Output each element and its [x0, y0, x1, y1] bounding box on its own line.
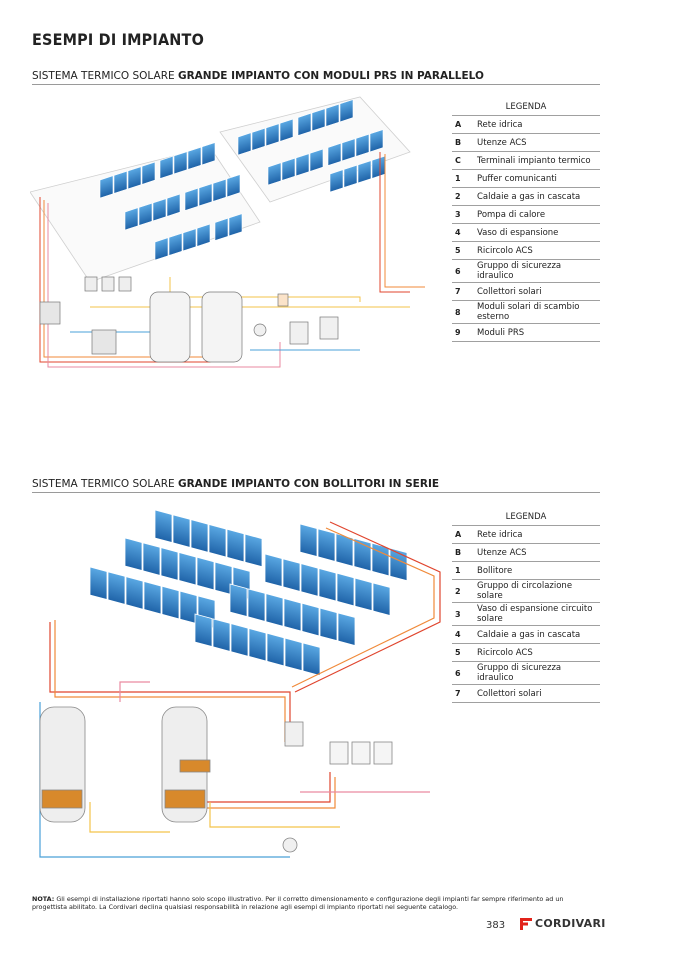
legend-row: 7 Collettori solari — [452, 283, 600, 301]
legend-text: Ricircolo ACS — [477, 245, 533, 256]
legend-key: 1 — [455, 174, 461, 183]
legend-row: A Rete idrica — [452, 116, 600, 134]
footnote-text: Gli esempi di installazione riportati ha… — [32, 895, 564, 911]
legend-text: Collettori solari — [477, 688, 542, 699]
brand-logo: CORDIVARI — [520, 917, 606, 930]
legend-row: 5 Ricircolo ACS — [452, 242, 600, 260]
legend-text: Pompa di calore — [477, 209, 546, 220]
legend-key: 6 — [455, 668, 461, 678]
legend-key: 2 — [455, 586, 461, 596]
legend-row: B Utenze ACS — [452, 544, 600, 562]
legend-key: 6 — [455, 266, 461, 276]
legend-key: 5 — [455, 648, 461, 657]
legend-row: 1 Bollitore — [452, 562, 600, 580]
legend-text: Utenze ACS — [477, 547, 527, 558]
legend-text: Rete idrica — [477, 529, 523, 540]
legend-row: 6 Gruppo di sicurezza idraulico — [452, 260, 600, 283]
section1-heading-light: SISTEMA TERMICO SOLARE — [32, 70, 175, 82]
section1-heading: SISTEMA TERMICO SOLARE GRANDE IMPIANTO C… — [32, 70, 600, 85]
section2-diagram — [39, 509, 441, 858]
section1-heading-bold: GRANDE IMPIANTO CON MODULI PRS IN PARALL… — [177, 70, 484, 82]
legend-row: 2 Caldaie a gas in cascata — [452, 188, 600, 206]
legend-row: 1 Puffer comunicanti — [452, 170, 600, 188]
legend-row: C Terminali impianto termico — [452, 152, 600, 170]
section2-legend: LEGENDA A Rete idrica B Utenze ACS 1 Bollit… — [452, 510, 600, 703]
legend-row: 4 Vaso di espansione — [452, 224, 600, 242]
legend-key: 4 — [455, 228, 461, 237]
legend-row: 4 Caldaie a gas in cascata — [452, 626, 600, 644]
legend-text: Gruppo di circolazione solare — [477, 581, 573, 601]
legend-text: Moduli PRS — [477, 327, 525, 338]
legend-row: 6 Gruppo di sicurezza idraulico — [452, 662, 600, 685]
legend-key: 3 — [455, 210, 461, 219]
page-number: 383 — [486, 920, 506, 931]
legend-key: 7 — [455, 287, 461, 296]
legend-row: 3 Pompa di calore — [452, 206, 600, 224]
legend-row: 2 Gruppo di circolazione solare — [452, 580, 600, 603]
legend-key: B — [455, 548, 462, 557]
footnote: NOTA: Gli esempi di installazione riport… — [32, 895, 600, 911]
legend-text: Terminali impianto termico — [477, 155, 591, 166]
legend-key: 3 — [455, 609, 461, 619]
cordivari-logo-icon — [520, 917, 532, 930]
legend-text: Gruppo di sicurezza idraulico — [477, 663, 562, 683]
legend-row: 3 Vaso di espansione circuito solare — [452, 603, 600, 626]
brand-name: CORDIVARI — [535, 917, 606, 930]
legend-text: Vaso di espansione — [477, 227, 559, 238]
legend-title: LEGENDA — [452, 100, 600, 116]
footnote-label: NOTA: — [32, 895, 55, 903]
legend-text: Utenze ACS — [477, 137, 527, 148]
legend-key: 7 — [455, 689, 461, 698]
legend-text: Ricircolo ACS — [477, 647, 533, 658]
legend-text: Vaso di espansione circuito solare — [477, 604, 593, 624]
legend-key: 8 — [455, 307, 461, 317]
legend-key: 5 — [455, 246, 461, 255]
legend-key: 4 — [455, 630, 461, 639]
legend-text: Caldaie a gas in cascata — [477, 191, 581, 202]
legend-key: C — [455, 156, 461, 165]
legend-text: Moduli solari di scambio esterno — [477, 302, 580, 322]
page-title: ESEMPI DI IMPIANTO — [32, 30, 205, 49]
legend-text: Caldaie a gas in cascata — [477, 629, 581, 640]
section2-heading-bold: GRANDE IMPIANTO CON BOLLITORI IN SERIE — [177, 478, 440, 490]
legend-row: 5 Ricircolo ACS — [452, 644, 600, 662]
legend-row: 8 Moduli solari di scambio esterno — [452, 301, 600, 324]
legend-text: Collettori solari — [477, 286, 542, 297]
legend-row: 7 Collettori solari — [452, 685, 600, 703]
legend-key: 1 — [455, 566, 461, 575]
legend-key: 9 — [455, 328, 461, 337]
legend-text: Bollitore — [477, 565, 513, 576]
legend-row: B Utenze ACS — [452, 134, 600, 152]
section1-legend: LEGENDA A Rete idrica B Utenze ACS C Termin… — [452, 100, 600, 342]
legend-row: 9 Moduli PRS — [452, 324, 600, 342]
section2-heading-light: SISTEMA TERMICO SOLARE — [32, 478, 175, 490]
section2-heading: SISTEMA TERMICO SOLARE GRANDE IMPIANTO C… — [32, 478, 600, 493]
legend-text: Rete idrica — [477, 119, 523, 130]
legend-row: A Rete idrica — [452, 526, 600, 544]
legend-key: A — [455, 530, 462, 539]
legend-key: B — [455, 138, 462, 147]
legend-title: LEGENDA — [452, 510, 600, 526]
legend-key: A — [455, 120, 462, 129]
legend-text: Gruppo di sicurezza idraulico — [477, 261, 562, 281]
legend-text: Puffer comunicanti — [477, 173, 557, 184]
legend-key: 2 — [455, 192, 461, 201]
section1-diagram — [30, 96, 425, 368]
